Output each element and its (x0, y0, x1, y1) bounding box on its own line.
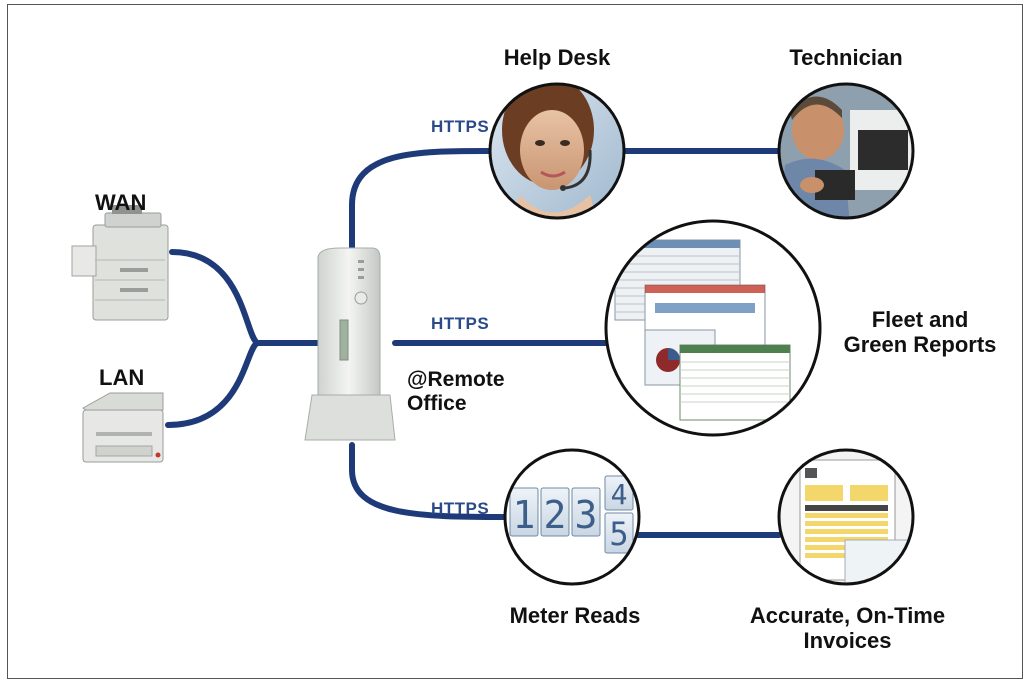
https-bottom-link (349, 442, 508, 520)
meter-digit-1: 1 (513, 493, 536, 537)
invoices-label-line1: Accurate, On-Time (749, 603, 946, 628)
meter-digit-2: 2 (544, 493, 567, 537)
meter-digit-5: 5 (609, 515, 628, 553)
wan-copier-icon (71, 205, 169, 321)
fleet-reports-label-line2: Green Reports (843, 332, 997, 357)
fleet-reports-label: Fleet and Green Reports (825, 307, 1015, 357)
https-top-link (349, 147, 493, 253)
connection-lines (165, 147, 782, 538)
wan-label: WAN (95, 190, 147, 215)
https-middle-label: HTTPS (431, 314, 490, 333)
remote-office-label-line2: Office (407, 392, 467, 415)
remote-office-label-line1: @Remote (407, 368, 505, 391)
fleet-reports-label-line1: Fleet and (871, 307, 969, 332)
technician-label: Technician (789, 45, 903, 70)
remote-office-label: @Remote Office (407, 368, 505, 416)
technician-image (777, 82, 915, 220)
https-top-label: HTTPS (431, 117, 490, 136)
fleet-reports-image (604, 219, 822, 437)
help-desk-label: Help Desk (503, 45, 611, 70)
lan-label: LAN (99, 365, 145, 390)
meter-reads-image: 1 2 3 4 5 (503, 448, 641, 586)
wan-link (169, 249, 261, 346)
lan-link (165, 340, 261, 428)
invoices-label-line2: Invoices (803, 628, 892, 653)
meter-digit-3: 3 (575, 493, 598, 537)
remote-office-device-icon (304, 247, 396, 441)
meter-digit-4: 4 (611, 478, 628, 511)
help-desk-image (488, 82, 626, 220)
lan-printer-icon (82, 392, 164, 463)
meter-reads-label: Meter Reads (509, 603, 641, 628)
invoices-label: Accurate, On-Time Invoices (740, 603, 955, 653)
https-bottom-label: HTTPS (431, 499, 490, 518)
invoices-image (777, 448, 915, 586)
